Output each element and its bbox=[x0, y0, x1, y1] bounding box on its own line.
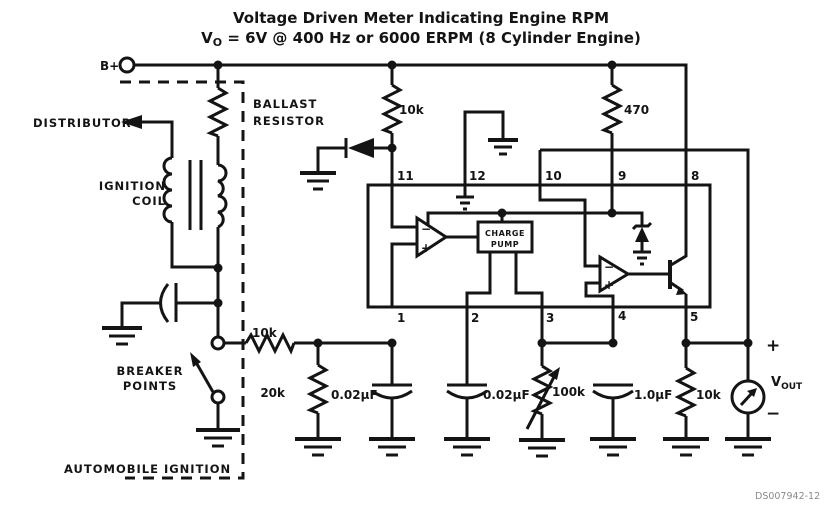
resistor-20k-value: 20k bbox=[260, 386, 286, 400]
coil-primary-winding bbox=[217, 163, 228, 229]
ignition-coil-label-1: IGNITION bbox=[99, 179, 166, 193]
cap-pin2-ground-icon bbox=[444, 437, 490, 457]
schematic-title: Voltage Driven Meter Indicating Engine R… bbox=[233, 9, 609, 27]
series-resistor-value: 10k bbox=[252, 326, 278, 340]
supply-resistor-10k bbox=[380, 65, 404, 148]
pin-3-label: 3 bbox=[546, 311, 554, 325]
automobile-ignition-label: AUTOMOBILE IGNITION bbox=[64, 462, 231, 476]
pin-10-label: 10 bbox=[545, 169, 562, 183]
load-resistor-10k bbox=[674, 343, 698, 439]
resistor-470-value: 470 bbox=[624, 103, 649, 117]
output-plus-label: + bbox=[766, 336, 780, 356]
schematic-subtitle: VO = 6V @ 400 Hz or 6000 ERPM (8 Cylinde… bbox=[201, 29, 641, 49]
input-opamp-plus: + bbox=[421, 241, 431, 255]
output-transistor bbox=[668, 185, 688, 307]
breaker-contact-bottom bbox=[210, 389, 226, 405]
charge-pump-label-1: CHARGE bbox=[485, 229, 525, 238]
clamp-diode-ground-icon bbox=[300, 171, 336, 191]
pin12-ground-icon bbox=[488, 138, 518, 156]
chargepump-to-pin2-wire bbox=[465, 252, 492, 385]
zener-ground-icon bbox=[633, 250, 651, 266]
series-resistor-10k bbox=[244, 331, 296, 355]
pin-8-label: 8 bbox=[691, 169, 699, 183]
meter bbox=[730, 343, 766, 439]
zener-diode bbox=[631, 221, 653, 252]
resistor-470 bbox=[600, 65, 624, 185]
breaker-contact-top bbox=[210, 335, 226, 351]
charge-pump-label-2: PUMP bbox=[491, 240, 519, 249]
load-resistor-value: 10k bbox=[696, 388, 722, 402]
cap-pin1-ground-icon bbox=[369, 437, 415, 457]
pin10-to-inverting-wire bbox=[538, 185, 600, 268]
feedback-wire bbox=[538, 148, 750, 343]
input-opamp-minus: − bbox=[421, 222, 431, 236]
pin-2-label: 2 bbox=[471, 311, 479, 325]
chargepump-to-pin3-wire bbox=[514, 252, 544, 307]
distributor-arrowhead-icon bbox=[121, 115, 142, 129]
pin12-internal-ground-icon bbox=[456, 195, 474, 211]
ballast-resistor bbox=[206, 86, 230, 138]
ignition-coil-label-2: COIL bbox=[132, 194, 166, 208]
supply-rail-wire bbox=[134, 63, 688, 185]
resistor-20k-ground-icon bbox=[295, 437, 341, 457]
load-resistor-ground-icon bbox=[663, 437, 709, 457]
bottom-pin-stubs bbox=[540, 307, 688, 343]
cap-pin4-ground-icon bbox=[590, 437, 636, 457]
output-minus-label: − bbox=[766, 404, 780, 424]
coil-secondary-bottom-wire bbox=[170, 222, 218, 269]
doc-id: DS007942-12 bbox=[755, 491, 820, 502]
condenser-left-lead bbox=[120, 301, 160, 328]
meter-ground-icon bbox=[725, 437, 771, 457]
b-plus-terminal bbox=[118, 56, 136, 74]
input-opamp bbox=[415, 215, 449, 259]
breaker-switch-arm bbox=[195, 363, 215, 393]
breaker-label-1: BREAKER bbox=[117, 364, 184, 378]
output-opamp bbox=[598, 254, 631, 294]
output-opamp-minus: − bbox=[604, 260, 614, 274]
pin11-to-inverting-wire bbox=[390, 148, 417, 229]
breaker-ground-icon bbox=[196, 428, 240, 448]
cap-pin2-value: 0.02µF bbox=[483, 388, 530, 402]
distributor-label: DISTRIBUTOR bbox=[33, 116, 132, 130]
output-opamp-plus: + bbox=[604, 278, 614, 292]
breaker-label-2: POINTS bbox=[123, 379, 177, 393]
b-plus-label: B+ bbox=[100, 59, 119, 73]
coil-secondary-winding bbox=[162, 156, 173, 224]
ballast-label-1: BALLAST bbox=[253, 97, 317, 111]
pin-5-label: 5 bbox=[690, 310, 698, 324]
condenser-ground-icon bbox=[102, 326, 142, 346]
charge-pump-box bbox=[476, 220, 534, 254]
pin-1-label: 1 bbox=[397, 311, 405, 325]
pot-100k-ground-icon bbox=[519, 438, 565, 458]
distributor-wire bbox=[140, 120, 174, 158]
pin1-to-noninverting-wire bbox=[390, 242, 417, 307]
clamp-diode bbox=[316, 138, 392, 173]
pin4-to-noninverting-wire bbox=[584, 281, 615, 307]
breaker-arm-arrowhead-icon bbox=[190, 352, 201, 367]
junction-dots bbox=[213, 60, 753, 348]
cap-pin4-value: 1.0µF bbox=[634, 388, 672, 402]
pin-4-label: 4 bbox=[618, 309, 626, 323]
capacitor-pin2 bbox=[446, 383, 488, 439]
vout-label: VOUT bbox=[771, 375, 803, 392]
ballast-label-2: RESISTOR bbox=[253, 114, 325, 128]
pot-100k-value: 100k bbox=[552, 385, 586, 399]
resistor-20k bbox=[306, 343, 330, 439]
pin-11-label: 11 bbox=[397, 169, 414, 183]
cap-pin1-value: 0.02µF bbox=[331, 388, 378, 402]
automobile-ignition-dashed-box bbox=[120, 80, 245, 480]
pin-12-label: 12 bbox=[469, 169, 486, 183]
pin-9-label: 9 bbox=[618, 169, 626, 183]
capacitor-pin1 bbox=[371, 343, 413, 439]
pin12-ground-wire bbox=[463, 110, 505, 185]
coil-core-lines bbox=[188, 160, 203, 230]
capacitor-pin4 bbox=[592, 383, 634, 439]
supply-resistor-value: 10k bbox=[399, 103, 425, 117]
internal-supply-rail bbox=[426, 185, 644, 226]
condenser-curved-plate bbox=[159, 283, 170, 323]
